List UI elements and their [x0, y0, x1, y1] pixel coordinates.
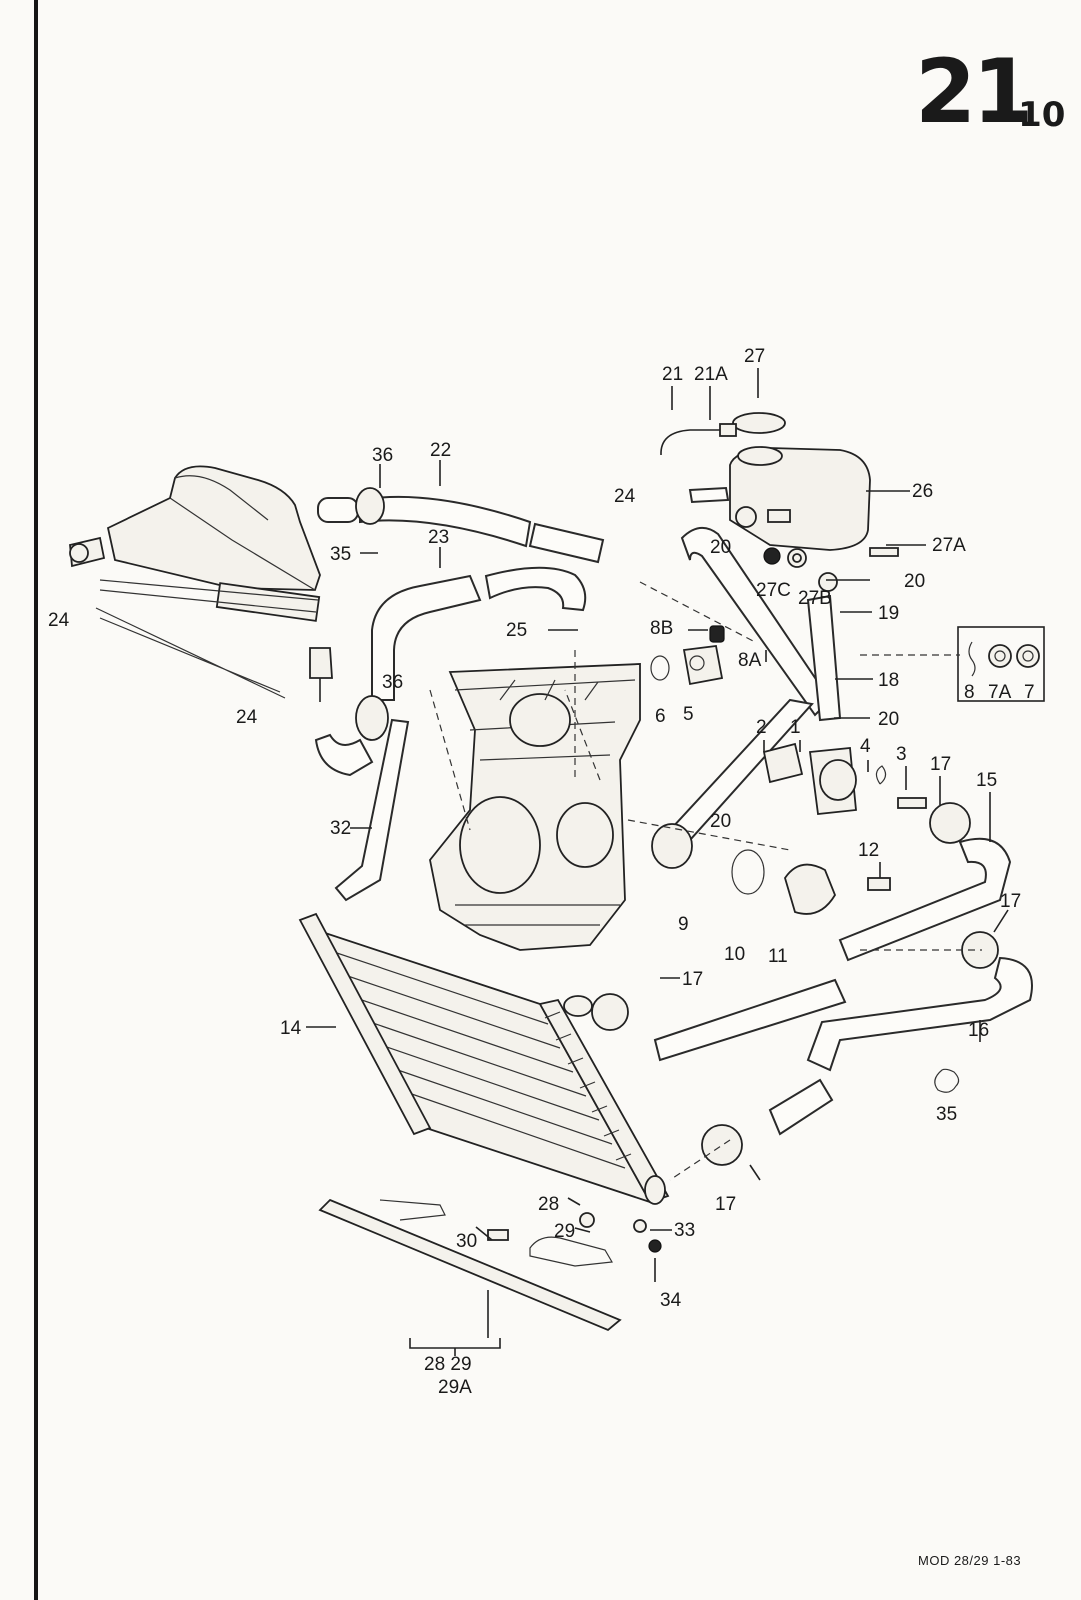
page-sub-number: -10 [1004, 95, 1066, 135]
callout-24-mid: 24 [236, 707, 258, 728]
callout-27c: 27C [756, 580, 791, 601]
footer-code: MOD 28/29 1-83 [918, 1553, 1022, 1568]
callout-21: 21 [662, 364, 683, 385]
thermostat-housing [650, 625, 971, 915]
callout-20-hose: 20 [878, 709, 899, 730]
callout-34: 34 [660, 1290, 682, 1311]
callout-17-mid: 17 [682, 969, 703, 990]
page-group-number: 21 [915, 40, 1033, 143]
vent-21a [719, 423, 737, 437]
callout-27a: 27A [932, 535, 966, 556]
clamp-17-radiator-bottom [701, 1124, 743, 1166]
callout-8b: 8B [650, 618, 673, 639]
callout-12: 12 [858, 840, 879, 861]
callout-22: 22 [430, 440, 451, 461]
hose-22 [317, 487, 605, 564]
grommet-36-upper [355, 487, 385, 525]
bolt-30 [487, 1229, 509, 1241]
callout-17-upper: 17 [930, 754, 951, 775]
callout-20-engine: 20 [710, 811, 731, 832]
engine-block [429, 663, 641, 951]
callout-15: 15 [976, 770, 997, 791]
callout-11: 11 [768, 946, 788, 967]
callout-23: 23 [428, 527, 449, 548]
callout-labels: 1 2 3 4 5 6 8A 8B 9 10 11 12 14 15 16 17… [48, 346, 1035, 1398]
callout-28-29-group: 28 29 [424, 1354, 472, 1375]
callout-30: 30 [456, 1231, 477, 1252]
callout-19: 19 [878, 603, 899, 624]
hose-16 [768, 931, 1033, 1136]
callout-14: 14 [280, 1018, 302, 1039]
expansion-tank [660, 412, 899, 592]
callout-3: 3 [896, 744, 907, 765]
callout-26: 26 [912, 481, 933, 502]
callout-29a: 29A [438, 1377, 472, 1398]
callout-17-right: 17 [1000, 891, 1021, 912]
callout-18: 18 [878, 670, 899, 691]
callout-33: 33 [674, 1220, 695, 1241]
inset-label-7: 7 [1024, 682, 1035, 703]
clip-35-right [934, 1068, 960, 1093]
callout-36-upper: 36 [372, 445, 393, 466]
hose-23 [371, 566, 587, 701]
callout-24-left: 24 [48, 610, 70, 631]
leader-lines [306, 368, 1009, 1356]
callout-16: 16 [968, 1020, 989, 1041]
binding-edge [34, 0, 38, 1600]
inset-label-8: 8 [964, 682, 975, 703]
callout-17-lower: 17 [715, 1194, 736, 1215]
callout-35-left: 35 [330, 544, 351, 565]
radiator [298, 912, 743, 1205]
callout-28: 28 [538, 1194, 559, 1215]
callout-10: 10 [724, 944, 745, 965]
callout-32: 32 [330, 818, 351, 839]
grommet-36-lower [355, 695, 389, 741]
callout-2: 2 [756, 717, 767, 738]
air-intake-assembly [69, 465, 333, 702]
callout-20-tank: 20 [710, 537, 731, 558]
callout-9: 9 [678, 914, 689, 935]
callout-21a: 21A [694, 364, 728, 385]
callout-24-top: 24 [614, 486, 636, 507]
callout-27b: 27B [798, 588, 832, 609]
hose-32 [314, 695, 410, 902]
callout-27: 27 [744, 346, 765, 367]
callout-4: 4 [860, 736, 871, 757]
callout-29: 29 [554, 1221, 575, 1242]
clamp-17-radiator-top [591, 993, 629, 1031]
callout-8a: 8A [738, 650, 762, 671]
callout-5: 5 [683, 704, 694, 725]
callout-6: 6 [655, 706, 666, 727]
mounting-plate-29a [318, 1198, 662, 1332]
inset-box [957, 626, 1045, 702]
callout-36-lower: 36 [382, 672, 403, 693]
callout-25: 25 [506, 620, 527, 641]
callout-20-right: 20 [904, 571, 925, 592]
callout-1: 1 [790, 717, 801, 738]
hose-15 [653, 837, 1012, 1062]
callout-35-right: 35 [936, 1104, 957, 1125]
hose-18 [680, 527, 842, 722]
inset-label-7a: 7A [988, 682, 1012, 703]
cap-27 [732, 412, 786, 434]
